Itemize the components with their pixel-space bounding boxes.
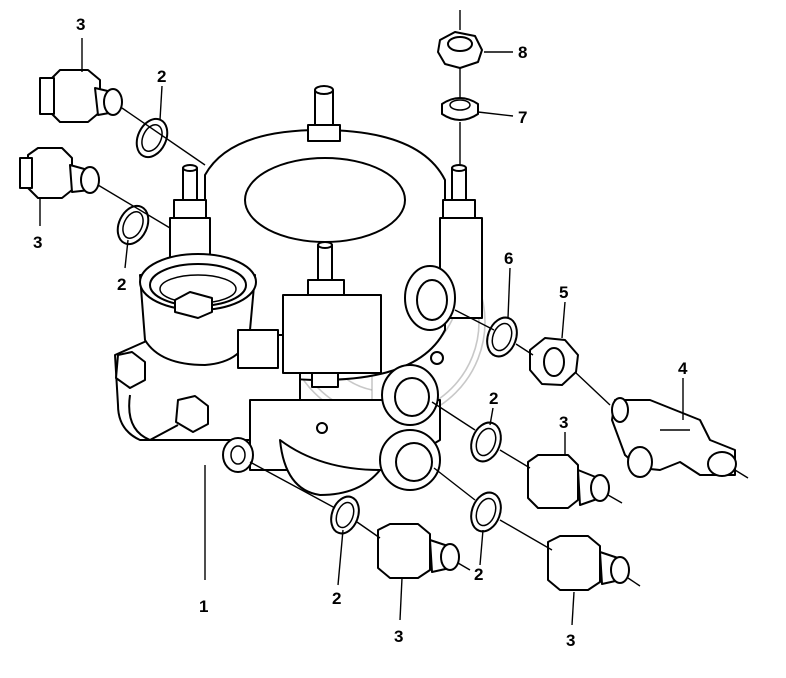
callout-3-bottom-center: 3 [394, 627, 403, 646]
callout-3-bottom-right: 3 [566, 631, 575, 650]
callout-2-bottom-left: 2 [332, 589, 341, 608]
callout-3-right-mid: 3 [559, 413, 568, 432]
callout-leaders [39, 38, 684, 626]
fitting-bottom-right [547, 535, 630, 591]
o-ring-part-6 [486, 316, 518, 358]
o-ring-top-1 [135, 117, 169, 159]
washer-part-7 [441, 97, 479, 121]
fitting-bottom-center [377, 523, 460, 579]
callout-2-bottom-right: 2 [474, 565, 483, 584]
fitting-top-left-lower [19, 147, 100, 199]
nut-part-8 [437, 31, 483, 69]
callout-1: 1 [199, 597, 208, 616]
callout-5: 5 [559, 283, 568, 302]
valve-body [114, 85, 483, 496]
callout-7: 7 [518, 108, 527, 127]
fitting-top-left-upper [39, 69, 123, 123]
fitting-right-middle [527, 454, 610, 509]
o-ring-bottom-right [470, 491, 502, 533]
callout-2-right-mid: 2 [489, 389, 498, 408]
callout-2-top-left: 2 [157, 67, 166, 86]
callout-3-left: 3 [33, 233, 42, 252]
o-ring-right-mid [470, 421, 502, 463]
callout-labels: 3 2 3 2 8 7 6 5 4 2 3 1 2 2 3 3 [33, 15, 688, 650]
callout-8: 8 [518, 43, 527, 62]
o-ring-top-2 [116, 204, 150, 246]
nut-part-5 [529, 337, 579, 386]
o-ring-bottom-left [330, 495, 360, 535]
callout-2-left: 2 [117, 275, 126, 294]
callout-4: 4 [678, 359, 688, 378]
callout-6: 6 [504, 249, 513, 268]
callout-3-top-left: 3 [76, 15, 85, 34]
assembly-axis-lines [97, 10, 749, 587]
tee-fitting-part-4 [611, 397, 737, 478]
